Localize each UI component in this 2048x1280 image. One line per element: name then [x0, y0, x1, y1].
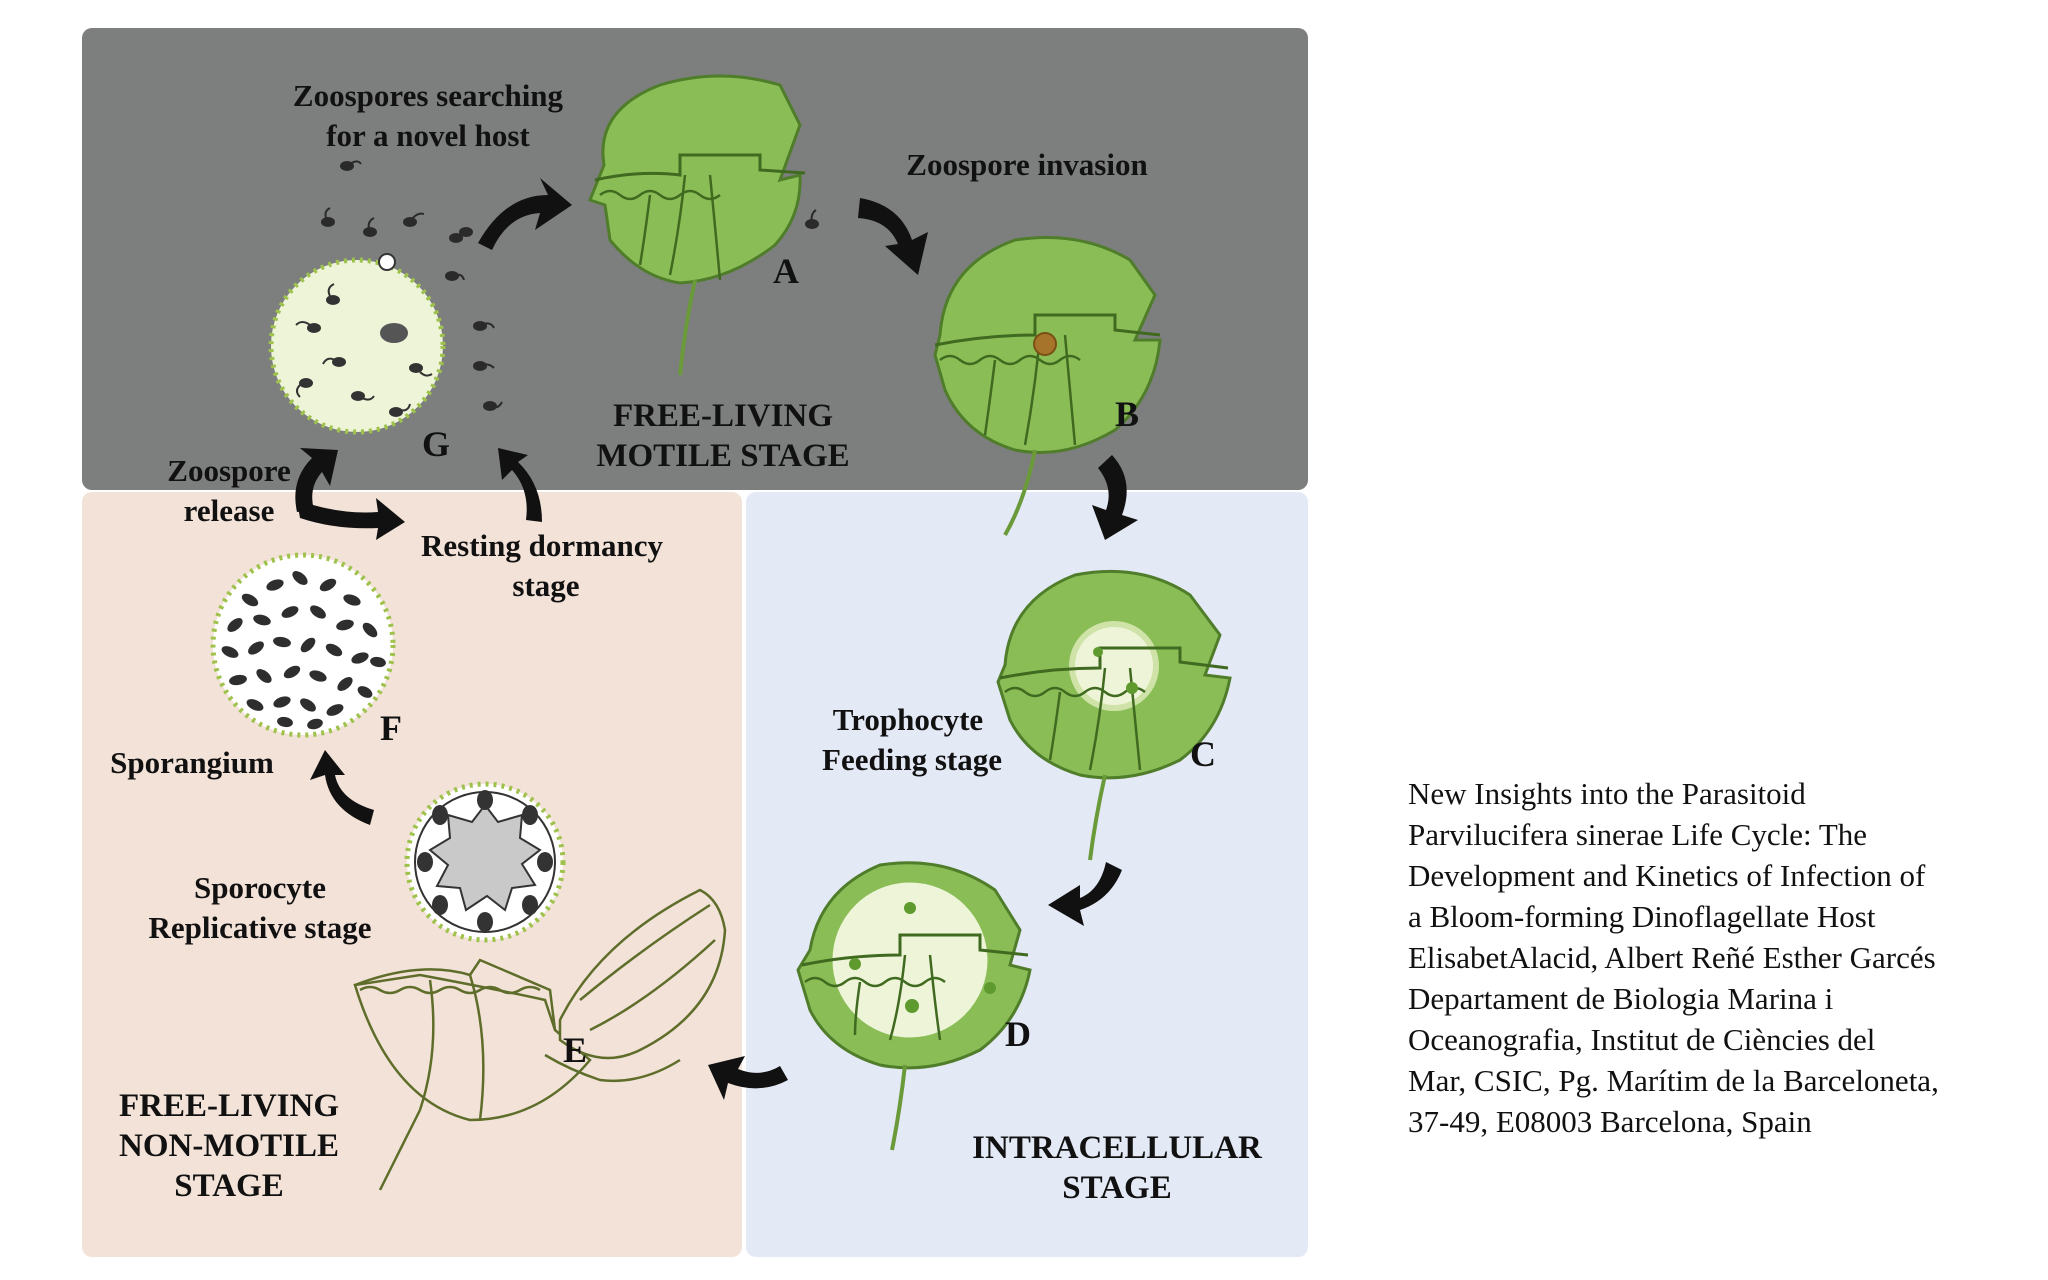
right-panel-title-line1: INTRACELLULAR — [972, 1130, 1263, 1166]
stage-letter-f: F — [380, 708, 402, 748]
arrow-sporocyte-to-f — [310, 750, 374, 825]
label-resting-dormancy-line2: stage — [512, 568, 579, 603]
sporocyte-cell — [404, 781, 566, 943]
caption-line: Mar, CSIC, Pg. Marítim de la Barceloneta… — [1408, 1063, 1939, 1098]
label-sporocyte-line2: Replicative stage — [149, 910, 372, 945]
left-panel-title-line1: FREE-LIVING — [119, 1088, 339, 1124]
right-panel-title-line2: STAGE — [1062, 1170, 1171, 1206]
label-sporocyte-line1: Sporocyte — [194, 870, 326, 905]
left-panel-title-line3: STAGE — [174, 1168, 283, 1204]
label-zoospores-searching-line2: for a novel host — [326, 118, 530, 153]
label-zoospores-searching-line1: Zoospores searching — [293, 78, 564, 113]
stage-c-trophocyte-cell — [996, 569, 1232, 861]
stage-b-invaded-cell — [933, 236, 1162, 536]
stage-letter-e: E — [563, 1030, 587, 1070]
top-panel-title-line1: FREE-LIVING — [613, 398, 833, 434]
citation-caption: New Insights into the Parasitoid Parvilu… — [1408, 773, 2028, 1142]
caption-line: Parvilucifera sinerae Life Cycle: The — [1408, 817, 1868, 852]
caption-line: Departament de Biologia Marina i — [1408, 981, 1834, 1016]
label-sporangium: Sporangium — [110, 745, 274, 780]
caption-line: ElisabetAlacid, Albert Reñé Esther Garcé… — [1408, 940, 1936, 975]
stage-letter-b: B — [1115, 394, 1139, 434]
caption-line: Development and Kinetics of Infection of — [1408, 858, 1926, 893]
label-trophocyte-line2: Feeding stage — [822, 742, 1002, 777]
caption-line: a Bloom-forming Dinoflagellate Host — [1408, 899, 1876, 934]
arrow-a-to-b — [858, 198, 928, 275]
arrow-g-to-f — [297, 498, 405, 540]
stage-a-host-cell — [588, 74, 806, 376]
stage-d-mature-trophocyte-cell — [796, 861, 1032, 1151]
arrow-b-to-c — [1092, 455, 1138, 540]
left-panel-title-line2: NON-MOTILE — [119, 1128, 339, 1164]
caption-line: New Insights into the Parasitoid — [1408, 776, 1806, 811]
caption-line: 37-49, E08003 Barcelona, Spain — [1408, 1104, 1812, 1139]
arrow-g-to-a — [478, 178, 572, 250]
stage-g-sporangium — [268, 160, 819, 435]
stage-e-empty-theca — [353, 888, 727, 1191]
label-trophocyte-line1: Trophocyte — [833, 702, 983, 737]
top-panel-title-line2: MOTILE STAGE — [596, 438, 849, 474]
stage-letter-d: D — [1005, 1014, 1031, 1054]
stage-letter-g: G — [422, 424, 450, 464]
label-zoospore-invasion: Zoospore invasion — [906, 147, 1147, 182]
label-zoospore-release-line2: release — [184, 493, 275, 528]
caption-line: Oceanografia, Institut de Ciències del — [1408, 1022, 1876, 1057]
arrow-resting-to-g — [498, 448, 542, 522]
arrow-f-to-g — [295, 448, 338, 512]
arrow-d-to-e — [708, 1056, 788, 1100]
stage-letter-a: A — [773, 251, 799, 291]
stage-f-sporangium — [210, 552, 396, 738]
cycle-arrows — [295, 178, 1138, 1100]
arrow-c-to-d — [1048, 862, 1122, 926]
stage-letter-c: C — [1190, 734, 1216, 774]
label-zoospore-release-line1: Zoospore — [167, 453, 290, 488]
label-resting-dormancy-line1: Resting dormancy — [421, 528, 663, 563]
